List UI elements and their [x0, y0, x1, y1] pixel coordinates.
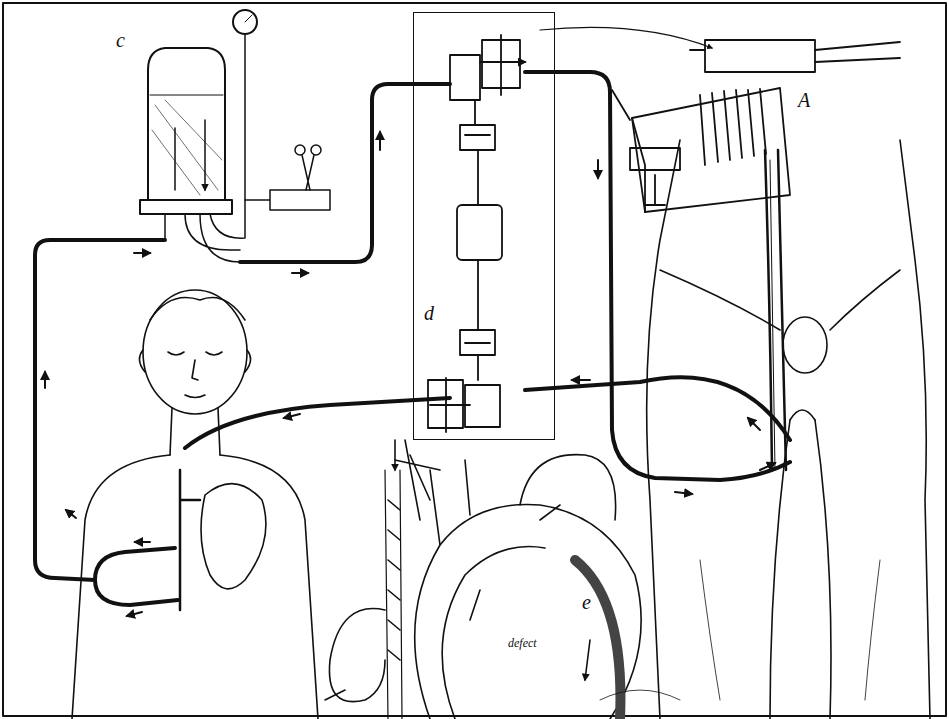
- pump-assembly: [428, 27, 712, 432]
- device-panel: d: [413, 12, 555, 440]
- reservoir-bottle: [140, 10, 330, 262]
- exchanger-basket: [612, 40, 900, 212]
- patient-child: [72, 290, 318, 719]
- flow-arrows: [45, 132, 775, 616]
- patient-legs: [647, 140, 930, 719]
- part-letter: e: [582, 592, 591, 612]
- part-letter: A: [798, 90, 810, 110]
- part-letter: c: [116, 30, 125, 50]
- heart-detail: [325, 440, 680, 719]
- panel-letter: d: [424, 303, 434, 323]
- heart-annotation: defect: [506, 636, 539, 650]
